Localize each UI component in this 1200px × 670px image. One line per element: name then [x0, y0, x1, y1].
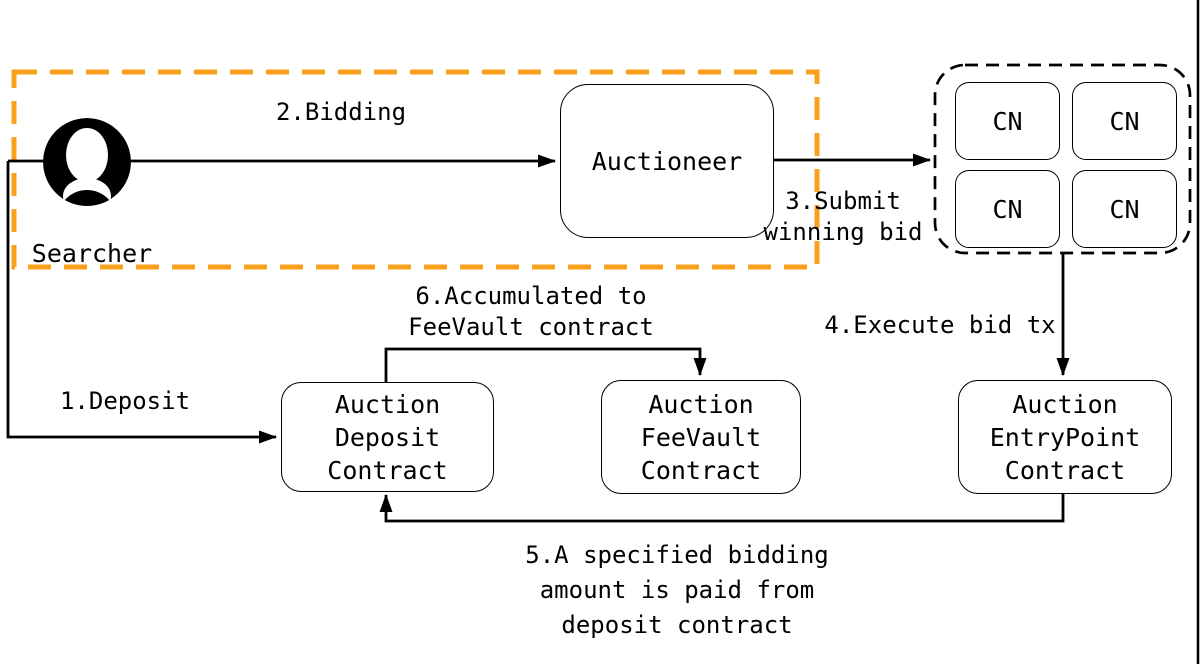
auction-entrypoint-contract-box: Auction EntryPoint Contract — [958, 380, 1172, 494]
flow-label-accumulated: 6.Accumulated to FeeVault contract — [408, 282, 654, 341]
contract-line: Deposit — [334, 422, 441, 452]
arrow-accumulated-to-feevault — [384, 347, 707, 382]
searcher-group-dashed-box — [11, 69, 820, 270]
contract-line: Contract — [1004, 455, 1126, 485]
contract-line: EntryPoint — [989, 422, 1141, 452]
cn-box-3: CN — [955, 170, 1060, 248]
cn-box-2: CN — [1072, 82, 1177, 160]
contract-line: Auction — [1012, 389, 1118, 419]
flow-label-bidding: 2.Bidding — [275, 98, 407, 126]
auctioneer-box: Auctioneer — [560, 84, 774, 238]
arrow-paid-from-deposit — [379, 492, 1065, 523]
auction-feevault-contract-box: Auction FeeVault Contract — [601, 380, 801, 494]
flow-label-paid: 5.A specified bidding amount is paid fro… — [525, 541, 829, 639]
auction-deposit-contract-box: Auction Deposit Contract — [281, 382, 494, 492]
person-avatar-icon — [43, 118, 131, 206]
contract-line: Contract — [327, 455, 448, 485]
arrow-deposit — [6, 161, 277, 444]
cn-label: CN — [1109, 194, 1140, 224]
cn-group-dashed-box — [933, 63, 1192, 255]
flow-label-submit: 3.Submit winning bid — [763, 187, 923, 246]
contract-line: Contract — [640, 455, 762, 485]
cn-box-1: CN — [955, 82, 1060, 160]
cn-label: CN — [992, 106, 1023, 136]
contract-line: Auction — [648, 389, 754, 419]
flow-label-deposit: 1.Deposit — [59, 387, 191, 415]
searcher-label: Searcher — [31, 239, 153, 268]
cn-label: CN — [992, 194, 1023, 224]
contract-line: Auction — [334, 389, 441, 419]
auctioneer-label: Auctioneer — [591, 146, 743, 176]
cn-box-4: CN — [1072, 170, 1177, 248]
flow-label-execute: 4.Execute bid tx — [824, 311, 1056, 339]
cn-label: CN — [1109, 106, 1140, 136]
contract-line: FeeVault — [640, 422, 762, 452]
